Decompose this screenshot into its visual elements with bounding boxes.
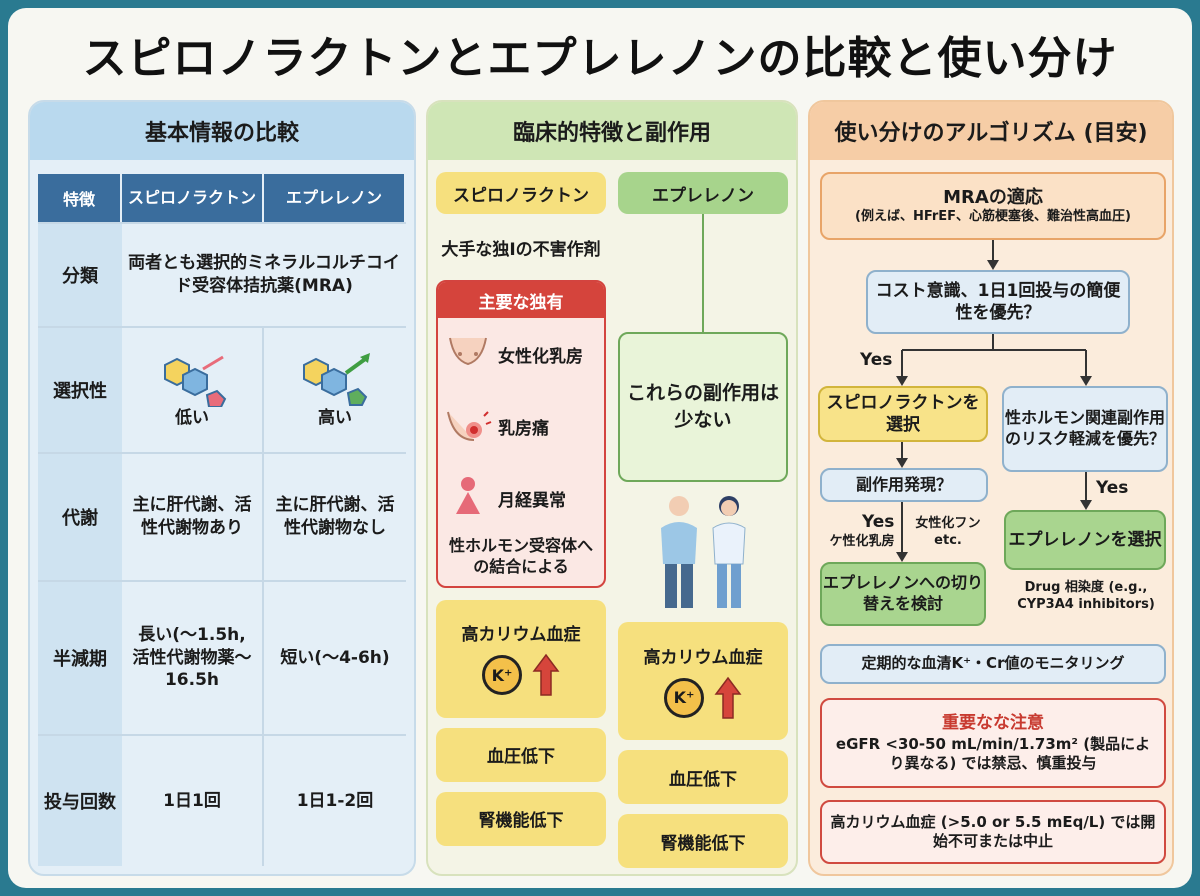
- renal-card: 腎機能低下: [618, 814, 788, 868]
- question-cost-box: コスト意識、1日1回投与の簡便性を優先？: [866, 270, 1130, 334]
- effect-item: 女性化乳房: [438, 318, 604, 390]
- cell-spiro: 低い: [122, 328, 264, 452]
- hypotension-card: 血圧低下: [436, 727, 606, 782]
- row-label: 選択性: [38, 328, 122, 452]
- selectivity-low: 低い: [175, 407, 209, 428]
- row-label: 分類: [38, 224, 122, 326]
- hyperkalemia-card: 高カリウム血症 K⁺: [436, 599, 606, 718]
- choose-spiro-box: スピロノラクトンを選択: [818, 386, 988, 442]
- effect-item: 月経異常: [438, 462, 604, 534]
- unique-effects-box: 主要な独有 女性化乳房 乳房痛: [436, 280, 606, 588]
- renal-card: 腎機能低下: [436, 791, 606, 846]
- yes-label: Yes: [862, 512, 895, 532]
- row-label: 投与回数: [38, 736, 122, 866]
- people-icon: [618, 482, 788, 610]
- drug-label-spiro: スピロノラクトン: [436, 172, 606, 214]
- priority-sex-box: 性ホルモン関連副作用のリスク軽減を優先？: [1002, 386, 1168, 472]
- up-arrow-icon: [532, 653, 560, 696]
- hypotension-card: 血圧低下: [618, 750, 788, 804]
- effect-item: 乳房痛: [438, 390, 604, 462]
- hyperkalemia-stop-box: 高カリウム血症 (>5.0 or 5.5 mEq/L) では開始不可または中止: [820, 800, 1166, 864]
- fewer-side-effects-note: これらの副作用は少ない: [618, 332, 788, 482]
- table-row: 半減期 長い(〜1.5h,活性代謝物薬〜16.5h 短い(〜4-6h): [38, 582, 406, 736]
- row-label: 半減期: [38, 582, 122, 734]
- female-icon: [456, 477, 480, 514]
- side-effect-question-box: 副作用発現？: [820, 468, 988, 502]
- algorithm-panel: 使い分けのアルゴリズム (目安) MRAの適応 (例えば、HFrEF、心筋梗塞後…: [808, 100, 1174, 876]
- cell-eplerenone: 主に肝代謝、活性代謝物なし: [275, 495, 395, 538]
- gynecomastia-note: ケ性化乳房: [829, 534, 895, 549]
- panel-heading: 臨床的特徴と副作用: [428, 102, 796, 160]
- cell-spiro: 主に肝代謝、活性代謝物あり: [122, 454, 264, 580]
- selectivity-high: 高い: [318, 407, 352, 428]
- intro-text: 大手な独Iの不害作剤: [441, 239, 601, 260]
- cell-eplerenone: 高い: [264, 328, 406, 452]
- clinical-panel: 臨床的特徴と副作用 スピロノラクトン 大手な独Iの不害作剤 主要な独有 女性化乳…: [426, 100, 798, 876]
- drug-label-eplerenone: エプレレノン: [618, 172, 788, 214]
- panel-heading: 基本情報の比較: [30, 102, 414, 160]
- warning-box: 重要なな注意 eGFR <30-50 mL/min/1.73m² (製品により異…: [820, 698, 1166, 788]
- choose-eplerenone-box: エプレレノンを選択: [1004, 510, 1166, 570]
- doctor-icon: [661, 496, 697, 608]
- molecule-icon: [164, 355, 227, 407]
- up-arrow-icon: [714, 676, 742, 719]
- hyperkalemia-card: 高カリウム血症 K⁺: [618, 622, 788, 740]
- header-feature: 特徴: [38, 174, 122, 222]
- header-spironolactone: スピロノラクトン: [122, 174, 264, 222]
- cell-spiro: 1日1回: [122, 736, 264, 866]
- eplerenone-column: エプレレノン これらの副作用は少ない 高カリウム血症 K⁺ 血圧低下 腎機能低下: [618, 172, 788, 868]
- unique-title: 主要な独有: [438, 282, 604, 318]
- panel-heading: 使い分けのアルゴリズム (目安): [810, 102, 1172, 160]
- potassium-icon: K⁺: [482, 655, 522, 696]
- row-merged-cell: 両者とも選択的ミネラルコルチコイド受容体拮抗薬(MRA): [128, 253, 400, 296]
- row-label: 代謝: [38, 454, 122, 580]
- potassium-icon: K⁺: [664, 677, 704, 718]
- side-effect-note: 女性化フンetc.: [915, 516, 981, 548]
- molecule-icon: [303, 352, 370, 406]
- indication-box: MRAの適応 (例えば、HFrEF、心筋梗塞後、難治性高血圧): [820, 172, 1166, 240]
- flow-arrows: [896, 238, 1092, 562]
- breast-pain-icon: [447, 411, 492, 441]
- woman-icon: [712, 496, 746, 608]
- table-header-row: 特徴 スピロノラクトン エプレレノン: [38, 174, 406, 224]
- monitoring-box: 定期的な血清K⁺・Cr値のモニタリング: [820, 644, 1166, 684]
- table-row: 投与回数 1日1回 1日1-2回: [38, 736, 406, 866]
- table-row: 代謝 主に肝代謝、活性代謝物あり 主に肝代謝、活性代謝物なし: [38, 454, 406, 582]
- switch-box: エプレレノンへの切り替えを検討: [820, 562, 986, 626]
- breast-icon: [449, 337, 487, 366]
- table-row: 分類 両者とも選択的ミネラルコルチコイド受容体拮抗薬(MRA): [38, 224, 406, 328]
- basic-info-panel: 基本情報の比較 特徴 スピロノラクトン エプレレノン 分類 両者とも選択的ミネラ…: [28, 100, 416, 876]
- header-eplerenone: エプレレノン: [264, 174, 406, 222]
- yes-label: Yes: [860, 350, 893, 370]
- cell-eplerenone: 1日1-2回: [296, 790, 374, 811]
- table-row: 選択性 低い 高い: [38, 328, 406, 454]
- cell-spiro: 長い(〜1.5h,活性代謝物薬〜16.5h: [122, 582, 264, 734]
- comparison-table: 特徴 スピロノラクトン エプレレノン 分類 両者とも選択的ミネラルコルチコイド受…: [38, 174, 406, 866]
- cell-eplerenone: 短い(〜4-6h): [280, 647, 390, 668]
- yes-label: Yes: [1096, 478, 1129, 498]
- spiro-column: スピロノラクトン 大手な独Iの不害作剤 主要な独有 女性化乳房 乳房痛: [436, 172, 606, 846]
- reason-text: 性ホルモン受容体への結合による: [448, 536, 593, 576]
- drug-interaction-note: Drug 相染度 (e.g., CYP3A4 inhibitors): [1017, 580, 1155, 612]
- page-title: スピロノラクトンとエプレレノンの比較と使い分け: [82, 33, 1118, 84]
